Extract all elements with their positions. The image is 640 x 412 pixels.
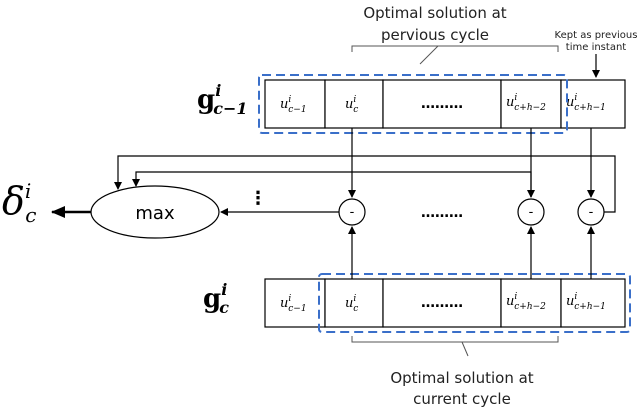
svg-text:-: -: [529, 205, 534, 220]
bottom-dashed-box: [318, 273, 631, 333]
kept-line2: time instant: [566, 42, 626, 53]
svg-text:-: -: [589, 205, 594, 220]
svg-text:-: -: [350, 205, 355, 220]
top-cell-1: [264, 79, 326, 129]
bottom-caption-line2: current cycle: [413, 390, 511, 408]
bottom-cell-5: [560, 278, 626, 328]
top-cell-3-dots: ………: [421, 96, 463, 112]
minus-node-2: -: [517, 198, 545, 226]
top-cell-3: [382, 79, 502, 129]
top-caption-line2: pervious cycle: [381, 26, 489, 44]
top-cell-5: [560, 79, 626, 129]
arrow-node3-to-max: [114, 155, 616, 213]
minus-node-3: -: [577, 198, 605, 226]
bottom-cell-1: [264, 278, 326, 328]
kept-line1: Kept as previous: [555, 30, 638, 41]
vertical-dots: ⋮: [249, 188, 267, 209]
top-brace-pointer: [419, 45, 439, 65]
max-node: max: [90, 185, 220, 239]
arrow-node2-to-max: [132, 171, 532, 197]
minus-node-1: -: [338, 198, 366, 226]
svg-text:max: max: [135, 203, 175, 224]
top-brace: [351, 45, 559, 52]
bottom-caption-line1: Optimal solution at: [390, 369, 533, 387]
top-caption-line1: Optimal solution at: [363, 4, 506, 22]
bottom-cell-3-dots: ………: [421, 295, 463, 311]
bottom-brace: [351, 336, 559, 343]
bottom-brace-pointer: [461, 341, 469, 357]
bottom-cell-3: [382, 278, 502, 328]
middle-dots: ………: [421, 205, 463, 221]
